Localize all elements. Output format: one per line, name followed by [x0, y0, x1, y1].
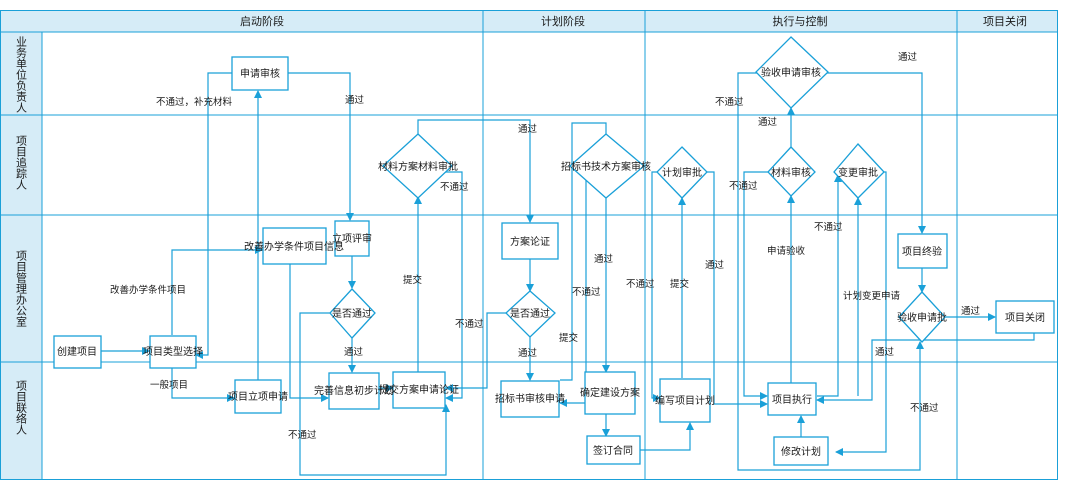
label-complete-info: 完善信息初步计划	[314, 384, 394, 397]
node-final-check	[897, 233, 948, 269]
label-modify-plan: 修改计划	[781, 445, 821, 458]
edge-pass-6: 通过	[705, 259, 725, 271]
label-project-exec: 项目执行	[772, 393, 812, 406]
node-plan-approve	[656, 146, 708, 199]
node-sign-contract	[586, 435, 641, 465]
phase-plan: 计划阶段	[541, 14, 585, 28]
lane-business: 业务单位负责人	[15, 36, 28, 113]
node-close	[995, 300, 1055, 334]
node-type-select	[149, 335, 197, 369]
label-change-approve: 变更审批	[838, 166, 878, 179]
node-write-plan	[659, 378, 711, 423]
lane-labels: 业务单位负责人 项目追踪人 项目管理办公室 项目联络人	[15, 36, 28, 435]
label-submit-plan: 提交方案申请论证	[379, 383, 459, 396]
phase-start: 启动阶段	[240, 14, 284, 28]
edge-reject-supplement: 不通过，补充材料	[156, 96, 233, 108]
node-confirm-plan	[584, 371, 636, 415]
edge-pass-8: 通过	[898, 51, 918, 63]
label-apply-review: 申请审核	[240, 67, 280, 80]
edge-plan-change-apply: 计划变更申请	[843, 290, 901, 302]
node-plan-demo	[501, 222, 559, 260]
edge-pass-2: 通过	[344, 346, 364, 358]
label-sign-contract: 签订合同	[593, 444, 633, 457]
label-is-approved: 是否通过	[332, 307, 372, 320]
edge-apply-acceptance: 申请验收	[767, 245, 806, 257]
node-modify-plan	[773, 436, 829, 466]
edge-submit-2: 提交	[559, 332, 579, 344]
edge-pass-1: 通过	[345, 94, 365, 106]
edge-reject-9: 不通过	[910, 402, 939, 414]
edge-reject-4: 不通过	[572, 286, 601, 298]
label-accept-approve: 验收申请批	[897, 311, 947, 324]
label-plan-demo: 方案论证	[510, 235, 550, 248]
label-material-review: 材料方案材料审批	[378, 160, 458, 173]
node-project-exec	[767, 382, 817, 416]
node-tender-tech-review	[569, 133, 646, 199]
edge-reject-7: 不通过	[729, 180, 758, 192]
label-tender-apply: 招标书审核申请	[495, 392, 565, 405]
label-create: 创建项目	[57, 345, 97, 358]
edge-reject-3: 不通过	[455, 318, 484, 330]
label-final-check: 项目终验	[902, 245, 942, 258]
label-project-approval-apply: 项目立项申请	[228, 390, 288, 403]
node-material-approve	[767, 146, 816, 197]
edge-pass-4: 通过	[518, 347, 538, 359]
lane-liaison: 项目联络人	[15, 380, 28, 435]
node-material-review	[382, 133, 453, 199]
label-confirm-plan: 确定建设方案	[580, 386, 640, 399]
node-create	[53, 335, 102, 369]
node-complete-info	[328, 372, 380, 410]
node-tender-apply	[500, 380, 560, 418]
edge-pass-10: 通过	[961, 305, 981, 317]
node-change-approve	[833, 143, 885, 199]
lane-tracker: 项目追踪人	[15, 135, 28, 190]
lane-pmo: 项目管理办公室	[15, 250, 28, 327]
connectors	[101, 72, 1035, 476]
edge-pass-7: 通过	[758, 116, 778, 128]
node-improve-info	[262, 227, 327, 265]
phase-close: 项目关闭	[983, 14, 1027, 28]
edge-general-project: 一般项目	[150, 379, 188, 391]
edge-submit-3: 提交	[670, 278, 690, 290]
node-is-approved	[329, 288, 376, 339]
label-close: 项目关闭	[1005, 311, 1045, 324]
label-is-pass2: 是否通过	[510, 307, 550, 320]
edge-reject-5: 不通过	[626, 278, 655, 290]
node-labels: 创建项目 项目类型选择 申请审核 改善办学条件项目信息 项目立项申请 立项评审 …	[57, 66, 1045, 458]
edge-labels: 不通过，补充材料 通过 改善办学条件项目 一般项目 不通过 通过 提交 不通过 …	[110, 51, 981, 441]
phase-exec: 执行与控制	[773, 14, 828, 28]
edge-reject-2: 不通过	[440, 181, 469, 193]
edge-pass-9: 通过	[875, 346, 895, 358]
node-is-pass2	[505, 290, 556, 338]
label-approval-review: 立项评审	[332, 232, 372, 245]
node-approval-review	[334, 220, 370, 257]
label-acceptance-review: 验收申请审核	[761, 66, 821, 79]
edge-pass-3: 通过	[518, 123, 538, 135]
edge-reject-6: 不通过	[715, 96, 744, 108]
label-type-select: 项目类型选择	[143, 345, 203, 358]
node-project-approval-apply	[234, 379, 282, 414]
edge-submit-1: 提交	[403, 274, 423, 286]
label-improve-info: 改善办学条件项目信息	[244, 240, 344, 253]
node-submit-plan	[392, 371, 446, 409]
edge-improve-project: 改善办学条件项目	[110, 284, 186, 296]
node-accept-approve	[898, 291, 946, 343]
node-acceptance-review	[755, 36, 829, 109]
node-apply-review	[231, 56, 289, 91]
label-plan-approve: 计划审批	[662, 166, 702, 179]
label-material-approve: 材料审核	[771, 166, 811, 179]
edge-reject-1: 不通过	[288, 429, 317, 441]
edge-reject-8: 不通过	[814, 221, 843, 233]
label-tender-tech-review: 招标书技术方案审核	[561, 160, 651, 173]
edge-pass-5: 通过	[594, 253, 614, 265]
label-write-plan: 编写项目计划	[655, 394, 715, 407]
